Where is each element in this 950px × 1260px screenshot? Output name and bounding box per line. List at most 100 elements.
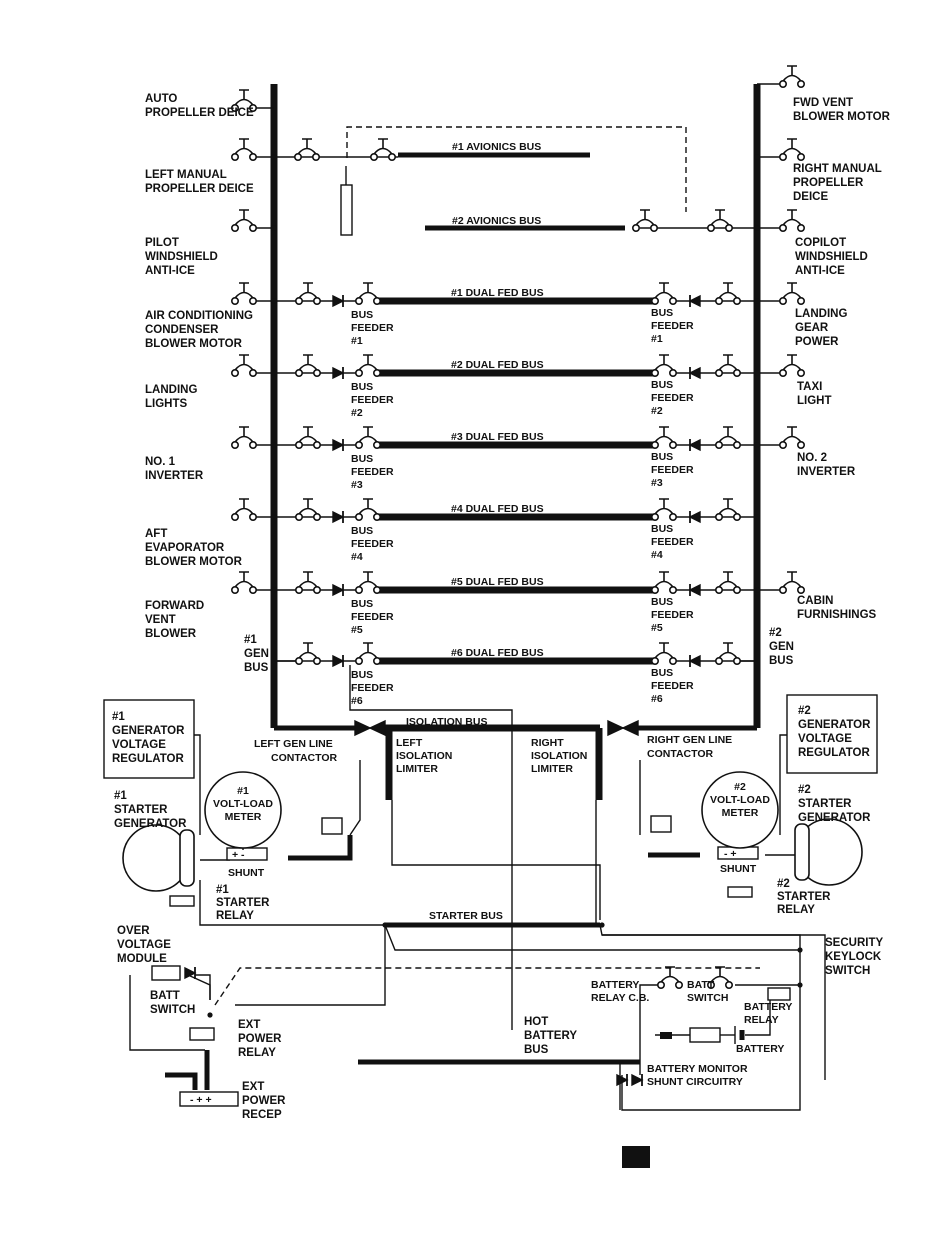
battery-monitor-plug: [660, 1032, 672, 1039]
feeder-right-cb-a-5: [714, 571, 741, 594]
ext-recep-polarity: - + +: [190, 1094, 212, 1106]
battery-relay-coil: [767, 987, 791, 1001]
page-marker-block: [622, 1146, 650, 1168]
feeder-left-cb-a-1: [294, 282, 321, 305]
feeder-right-cb-b-1: [650, 282, 677, 305]
avionics-1-cb-b: [369, 138, 396, 162]
junction-dot-2: [271, 225, 277, 231]
feeder-left-cb-b-2: [354, 354, 381, 377]
battery-symbol: [734, 1026, 745, 1044]
junction-dot-8: [754, 154, 760, 160]
avionics-2-cb-b: [706, 209, 733, 233]
feeder-left-diode-5: [332, 583, 345, 597]
dual-fed-bus-6-label: #6 DUAL FED BUS: [451, 647, 544, 659]
dual-fed-bus-1-label: #1 DUAL FED BUS: [451, 287, 544, 299]
starter-generator-1-shaft: [179, 829, 195, 887]
load-cb-right-5: [778, 354, 805, 377]
feeder-left-cb-a-4: [294, 498, 321, 521]
feeder-right-cb-a-2: [714, 354, 741, 377]
volt-load-meter-2-circle: [701, 771, 779, 849]
shunt-2-label: SHUNT: [720, 863, 757, 875]
avionics-relay-1: [340, 184, 353, 236]
starter-generator-2-shaft: [794, 823, 810, 881]
junction-dot-1: [271, 154, 277, 160]
junction-dot-14: [754, 587, 760, 593]
dual-fed-bus-lines: [378, 297, 655, 665]
volt-load-meter-1-circle: [204, 771, 282, 849]
load-wires: [255, 83, 780, 591]
dual-fed-bus-3-label: #3 DUAL FED BUS: [451, 431, 544, 443]
load-cb-left-4: [231, 282, 258, 305]
diodes: [184, 294, 701, 1087]
gen1-voltage-regulator-box: [103, 699, 195, 779]
dual-fed-feeder-wires: [274, 300, 757, 662]
junction-dot-9: [754, 225, 760, 231]
over-voltage-diode: [184, 966, 197, 980]
starter-generator-1-circle: [122, 824, 190, 892]
dual-fed-bus-2-label: #2 DUAL FED BUS: [451, 359, 544, 371]
feeder-right-diode-5: [688, 583, 701, 597]
feeder-right-diode-6: [688, 654, 701, 668]
feeder-left-cb-a-6: [294, 642, 321, 665]
battery-relay-cb: [656, 966, 683, 989]
monitor-diode-2: [631, 1073, 644, 1087]
feeder-right-diode-4: [688, 510, 701, 524]
load-cb-right-6: [778, 426, 805, 449]
feeder-left-diode-4: [332, 510, 345, 524]
battery-label: BATTERY: [736, 1043, 784, 1055]
starter-bus-label: STARTER BUS: [429, 910, 503, 922]
junction-dot-6: [271, 514, 277, 520]
ext-power-recep-box: [179, 1091, 239, 1107]
junction-dot-18: [797, 982, 803, 988]
junction-dot-17: [797, 947, 803, 953]
dual-fed-bus-5-label: #5 DUAL FED BUS: [451, 576, 544, 588]
load-cb-right-3: [778, 209, 805, 233]
load-cb-left-8: [231, 571, 258, 594]
starter-relay-1-coil: [169, 895, 195, 907]
load-cb-right-1: [778, 65, 805, 89]
isolation-bus-label: ISOLATION BUS: [406, 716, 487, 728]
feeder-left-cb-a-3: [294, 426, 321, 449]
feeder-right-cb-a-6: [714, 642, 741, 665]
feeder-right-diode-2: [688, 366, 701, 380]
feeder-right-diode-3: [688, 438, 701, 452]
feeder-right-cb-a-1: [714, 282, 741, 305]
feeder-left-cb-b-5: [354, 571, 381, 594]
junction-dot-12: [754, 442, 760, 448]
shunt-2-polarity: - +: [724, 848, 737, 860]
